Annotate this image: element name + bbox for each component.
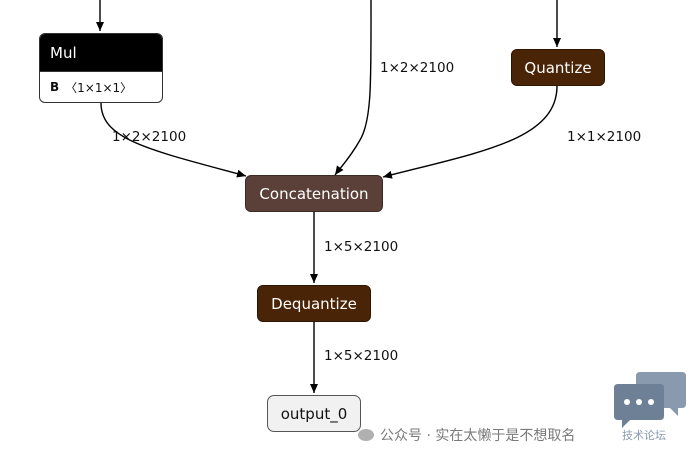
edge-label-top-center: 1×2×2100 [380,60,455,76]
watermark-brand-text: 技术论坛 [622,429,666,442]
mul-node[interactable]: Mul B 〈1×1×1〉 [39,33,163,103]
edge-label-mul-to-concat: 1×2×2100 [112,129,187,145]
edge-center-to-concat [334,0,372,176]
mul-node-title: Mul [40,34,162,71]
dequantize-node[interactable]: Dequantize [257,285,371,322]
concatenation-node[interactable]: Concatenation [245,175,383,212]
edge-label-quantize-to-concat: 1×1×2100 [567,129,642,145]
wechat-icon [358,429,374,441]
edge-label-dequantize-to-output: 1×5×2100 [324,348,399,364]
edge-mul-to-concat [100,102,247,178]
watermark-text: 公众号 · 实在太懒于是不想取名 [380,428,576,444]
mul-attr-value: 〈1×1×1〉 [65,80,133,95]
output-node[interactable]: output_0 [267,395,361,432]
quantize-node[interactable]: Quantize [511,49,605,86]
mul-node-attribute: B 〈1×1×1〉 [40,71,162,102]
chat-bubbles-icon [614,372,686,428]
mul-attr-name: B [50,80,60,94]
edge-quantize-to-concat [382,85,558,179]
watermark: 公众号 · 实在太懒于是不想取名 [358,425,575,445]
edge-label-concat-to-dequantize: 1×5×2100 [324,239,399,255]
